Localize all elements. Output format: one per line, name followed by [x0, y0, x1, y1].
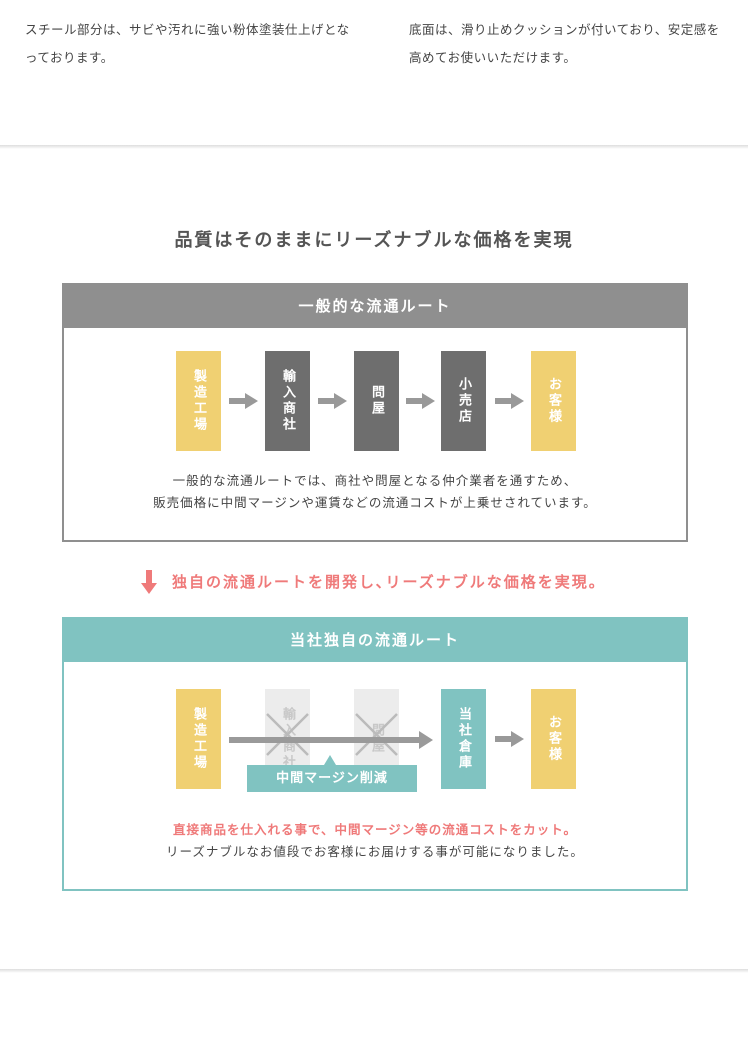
cross-icon: [355, 713, 398, 756]
arrow-right-icon: [495, 393, 524, 409]
arrow-right-icon: [229, 393, 258, 409]
own-route-panel: 当社独自の流通ルート 製造工場 輸入商社 問屋 当社倉庫 お客様 中間マージン削…: [62, 617, 688, 891]
callout-text: 独自の流通ルートを開発し､リーズナブルな価格を実現。: [172, 573, 606, 591]
cross-icon: [266, 713, 309, 756]
step-own-warehouse: 当社倉庫: [441, 689, 486, 789]
step-factory: 製造工場: [176, 351, 221, 451]
step-customer: お客様: [531, 351, 576, 451]
intro-right: 底面は、滑り止めクッションが付いており、安定感を高めてお使いいただけます。: [409, 22, 720, 65]
general-desc-1: 一般的な流通ルートでは、商社や問屋となる仲介業者を通すため、: [172, 473, 578, 488]
divider: [0, 145, 748, 149]
intro-left: スチール部分は、サビや汚れに強い粉体塗装仕上げとなっております。: [25, 22, 350, 65]
section-title: 品質はそのままにリーズナブルな価格を実現: [174, 230, 574, 251]
step-importer: 輸入商社: [265, 351, 310, 451]
long-arrow-right-icon: [229, 731, 433, 749]
divider: [0, 969, 748, 973]
step-factory: 製造工場: [176, 689, 221, 789]
arrow-down-icon: [141, 570, 157, 594]
arrow-right-icon: [495, 731, 524, 747]
arrow-right-icon: [318, 393, 347, 409]
step-customer: お客様: [531, 689, 576, 789]
arrow-right-icon: [406, 393, 435, 409]
general-route-header: 一般的な流通ルート: [64, 285, 686, 328]
badge-pointer: [324, 755, 336, 765]
own-desc-1: 直接商品を仕入れる事で、中間マージン等の流通コストをカット。: [172, 822, 577, 837]
step-wholesaler: 問屋: [354, 351, 399, 451]
step-retailer: 小売店: [441, 351, 486, 451]
own-desc-2: リーズナブルなお値段でお客様にお届けする事が可能になりました。: [166, 844, 584, 859]
general-desc-2: 販売価格に中間マージンや運賃などの流通コストが上乗せされています。: [153, 495, 597, 510]
own-route-header: 当社独自の流通ルート: [64, 619, 686, 662]
margin-cut-badge: 中間マージン削減: [247, 765, 417, 792]
general-route-panel: 一般的な流通ルート 製造工場 輸入商社 問屋 小売店 お客様 一般的な流通ルート…: [62, 283, 688, 542]
